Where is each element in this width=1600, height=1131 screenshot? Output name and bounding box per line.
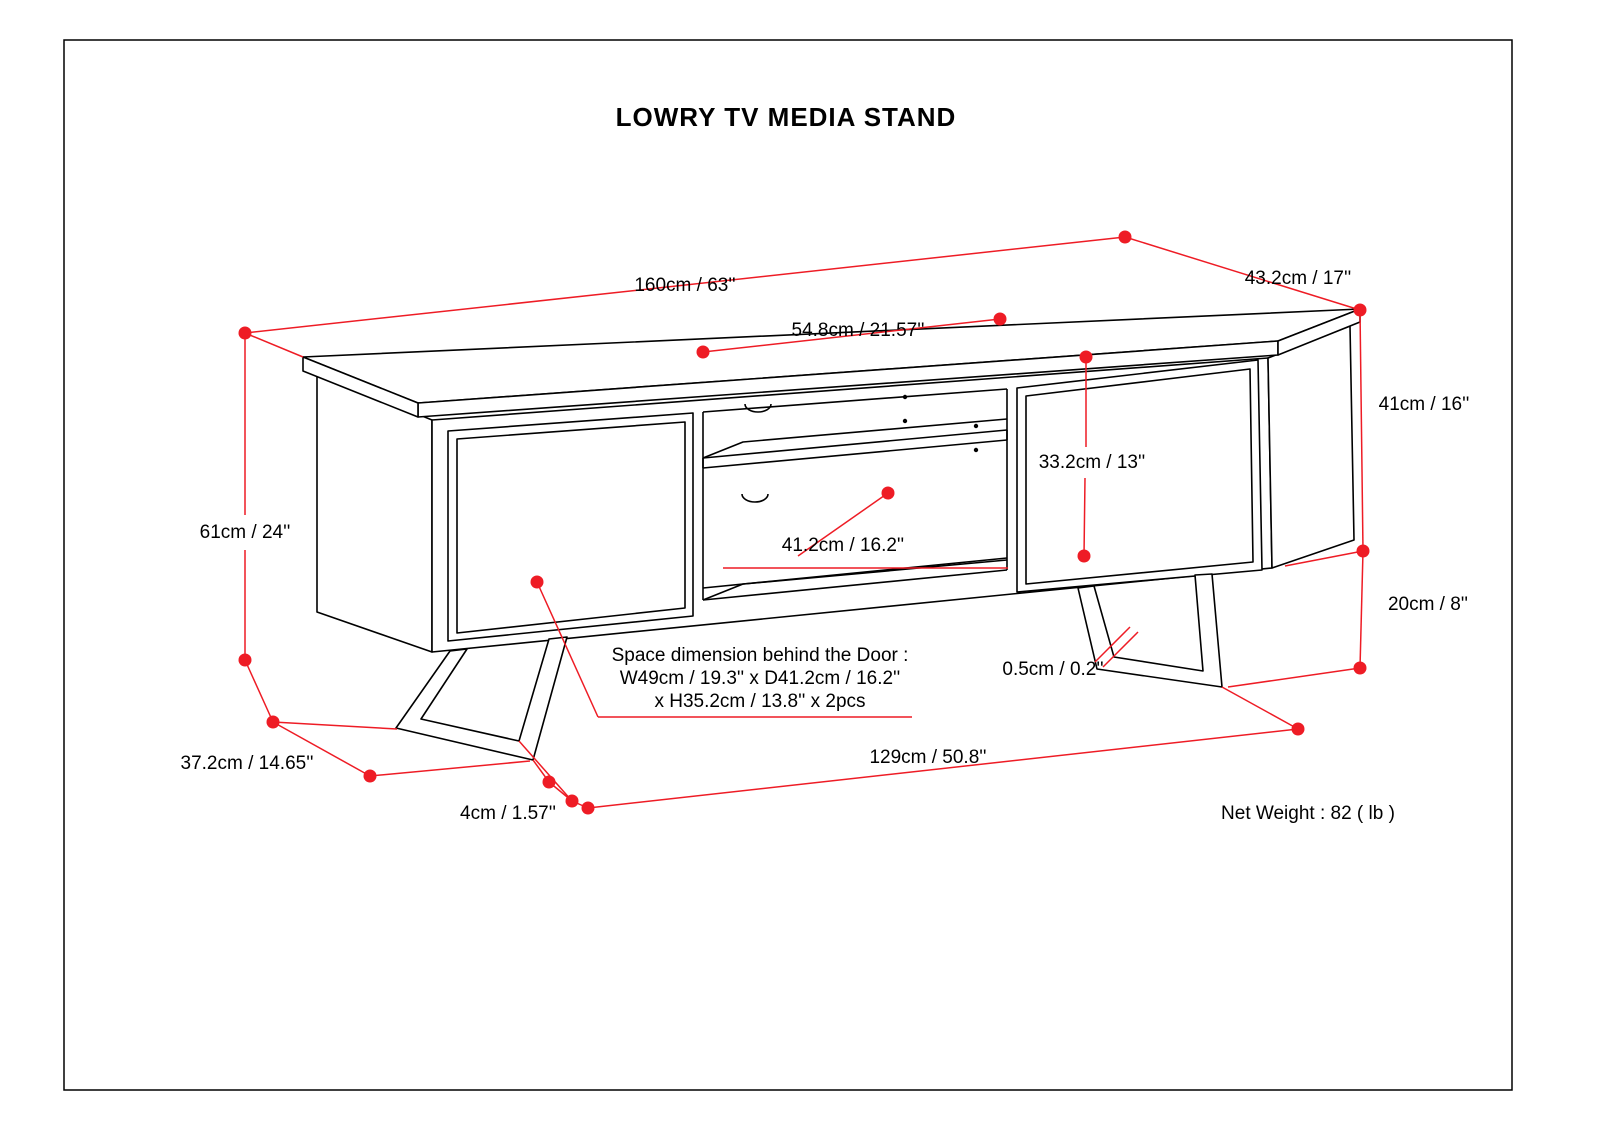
label-leg-span: 129cm / 50.8'' [869,747,986,768]
label-door-note-line3: x H35.2cm / 13.8'' x 2pcs [654,691,865,712]
dim-extension [244,659,274,723]
dim-dot [993,312,1007,326]
label-overall-height: 61cm / 24'' [200,522,291,543]
dim-dot [1077,549,1091,563]
label-cabinet-height: 41cm / 16'' [1379,394,1470,415]
right-leg [1077,573,1223,688]
dim-dot [238,326,252,340]
dim-dot [530,575,544,589]
dim-extension [1227,667,1361,688]
label-shelf-depth: 41.2cm / 16.2'' [782,535,904,556]
middle-shelf-front-top [702,429,1008,459]
middle-shelf-top-surface [702,418,1008,459]
dim-extension [518,740,573,802]
dim-line-cabinet-height [1359,309,1364,552]
dim-dot [565,794,579,808]
dim-dot [696,345,710,359]
shelf-pin-hole [902,394,908,400]
dim-extension [244,332,304,358]
dim-line-top-depth [1124,236,1361,311]
note-leader-line [536,581,599,718]
dim-dot [542,775,556,789]
shelf-pin-hole [973,447,979,453]
dim-leader-shelf-depth [797,492,889,557]
middle-shelf-front-bottom [702,439,1008,469]
dim-extension [272,721,398,730]
dimension-annotations [238,230,1370,815]
dim-dot [1079,350,1093,364]
opening-bottom-edge [702,569,1008,601]
dimension-labels: 160cm / 63'' 43.2cm / 17'' 54.8cm / 21.5… [181,268,1470,824]
label-door-note-line1: Space dimension behind the Door : [612,645,909,666]
dim-line-leg-span [587,728,1299,809]
opening-top-edge [702,388,1008,413]
left-door [447,412,694,642]
left-leg [395,636,568,761]
dim-line-top-width [244,236,1126,334]
label-opening-width: 54.8cm / 21.57'' [792,320,925,341]
label-net-weight: Net Weight : 82 ( lb ) [1221,803,1395,824]
cabinet-interior [702,388,1008,601]
dim-dot [1356,544,1370,558]
cabinet-right-panel [1267,325,1355,569]
drawing-border [63,39,1513,1091]
dim-tick-metal-thickness [1094,626,1131,663]
cable-hole-icon [741,493,769,503]
dim-dot [1353,303,1367,317]
label-metal-thickness: 0.5cm / 0.2'' [1002,659,1103,680]
top-panel-left-edge [302,356,419,418]
left-door-inner-edge [456,421,686,634]
label-door-note-line2: W49cm / 19.3'' x D41.2cm / 16.2'' [620,668,901,689]
dim-dot [1291,722,1305,736]
label-interior-height: 33.2cm / 13'' [1039,452,1146,473]
cable-hole-icon [744,403,772,413]
dim-dot [581,801,595,815]
dim-dot [1118,230,1132,244]
dim-extension [369,760,531,777]
dim-dot [881,486,895,500]
diagram-title: LOWRY TV MEDIA STAND [616,102,957,132]
label-leg-tube-width: 4cm / 1.57'' [460,803,556,824]
label-base-depth: 37.2cm / 14.65'' [181,753,314,774]
label-top-width: 160cm / 63'' [634,275,735,296]
tv-stand-line-art [302,308,1361,761]
right-door [1016,359,1263,593]
dim-extension [1284,550,1364,567]
dim-line-base-depth [272,721,371,777]
dim-dot [1353,661,1367,675]
dim-line-interior-height [1083,357,1087,557]
dim-dot [238,653,252,667]
label-top-depth: 43.2cm / 17'' [1245,268,1352,289]
middle-shelf-ends [702,430,1008,468]
dim-dot [266,715,280,729]
dim-line-opening-width [702,318,1001,353]
shelf-pin-hole [973,423,979,429]
dim-tick-metal-thickness [1102,631,1139,668]
dim-line-leg-height [1359,550,1364,669]
label-leg-height: 20cm / 8'' [1388,594,1468,615]
right-door-inner-edge [1025,368,1254,585]
shelf-pin-hole [902,418,908,424]
dim-extension [1221,686,1299,730]
dim-dot [363,769,377,783]
